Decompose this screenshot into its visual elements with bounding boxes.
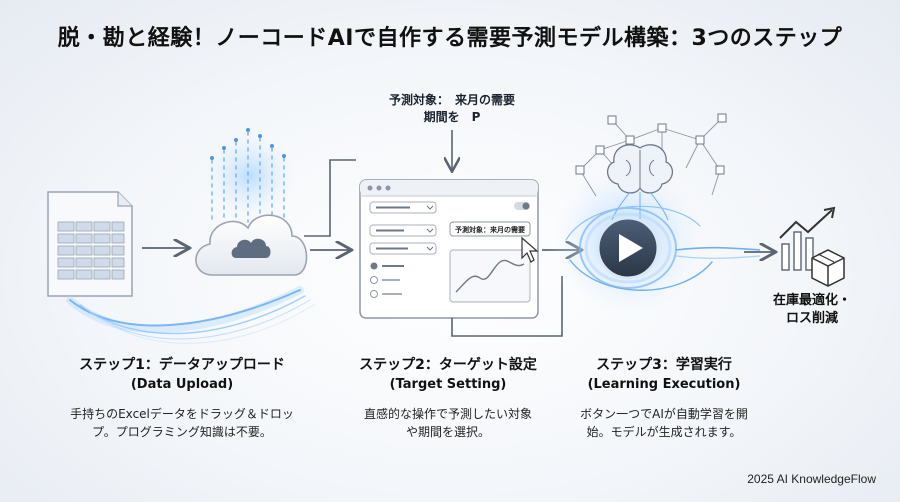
ai-learning-visual xyxy=(546,113,761,322)
step-1-subtitle: (Data Upload) xyxy=(130,377,234,392)
step-3-title: ステップ3：学習実行 xyxy=(596,357,732,373)
step-1-desc-line-2: プ。プログラミング知識は不要。 xyxy=(92,425,272,439)
outcome-label: 在庫最適化・ ロス削減 xyxy=(752,292,872,328)
footer-credit: 2025 AI KnowledgeFlow xyxy=(747,472,876,486)
connector-card-bottom xyxy=(451,276,563,337)
target-annotation: 予測対象： 来月の需要 期間を P xyxy=(362,92,542,126)
connector-cloud-card xyxy=(304,159,356,237)
step-1-description: 手持ちのExcelデータをドラッグ＆ドロッ プ。プログラミング知識は不要。 xyxy=(52,405,312,441)
step-1-block: ステップ1：データアップロード (Data Upload) 手持ちのExcelデ… xyxy=(52,356,312,441)
page-title: 脱・勘と経験！ノーコードAIで自作する需要予測モデル構築：3つのステップ xyxy=(57,26,843,51)
data-flow-glow xyxy=(66,286,316,344)
step-1-desc-line-1: 手持ちのExcelデータをドラッグ＆ドロッ xyxy=(70,407,294,421)
spreadsheet-icon xyxy=(47,191,133,297)
outcome-line-1: 在庫最適化・ xyxy=(772,293,851,308)
annotation-line-2: 期間を P xyxy=(423,110,481,124)
play-icon xyxy=(619,234,643,262)
step-1-title: ステップ1：データアップロード xyxy=(79,357,285,373)
target-chip-label: 予測対象：来月の需要 xyxy=(455,225,525,234)
step-3-description: ボタン一つでAIが自動学習を開 始。モデルが生成されます。 xyxy=(534,405,794,441)
package-icon xyxy=(811,249,845,287)
step-3-desc-line-2: 始。モデルが生成されます。 xyxy=(586,425,742,439)
step-2-title: ステップ2：ターゲット設定 xyxy=(359,357,537,373)
step-3-block: ステップ3：学習実行 (Learning Execution) ボタン一つでAI… xyxy=(534,356,794,441)
settings-ui-card: 予測対象：来月の需要 xyxy=(359,179,539,319)
step-2-block: ステップ2：ターゲット設定 (Target Setting) 直感的な操作で予測… xyxy=(318,356,578,441)
cloud-upload-icon xyxy=(195,214,308,276)
outcome-line-2: ロス削減 xyxy=(785,311,838,326)
cursor-icon xyxy=(521,236,539,263)
step-2-desc-line-2: や期間を選択。 xyxy=(405,425,490,439)
step-3-subtitle: (Learning Execution) xyxy=(587,377,741,392)
annotation-line-1: 予測対象： 来月の需要 xyxy=(388,93,515,107)
step-3-desc-line-1: ボタン一つでAIが自動学習を開 xyxy=(580,407,748,421)
step-2-subtitle: (Target Setting) xyxy=(389,377,507,392)
step-2-description: 直感的な操作で予測したい対象 や期間を選択。 xyxy=(318,405,578,441)
upload-streams xyxy=(200,128,300,223)
inventory-chart-icon xyxy=(779,206,845,287)
step-2-desc-line-1: 直感的な操作で予測したい対象 xyxy=(363,407,532,421)
